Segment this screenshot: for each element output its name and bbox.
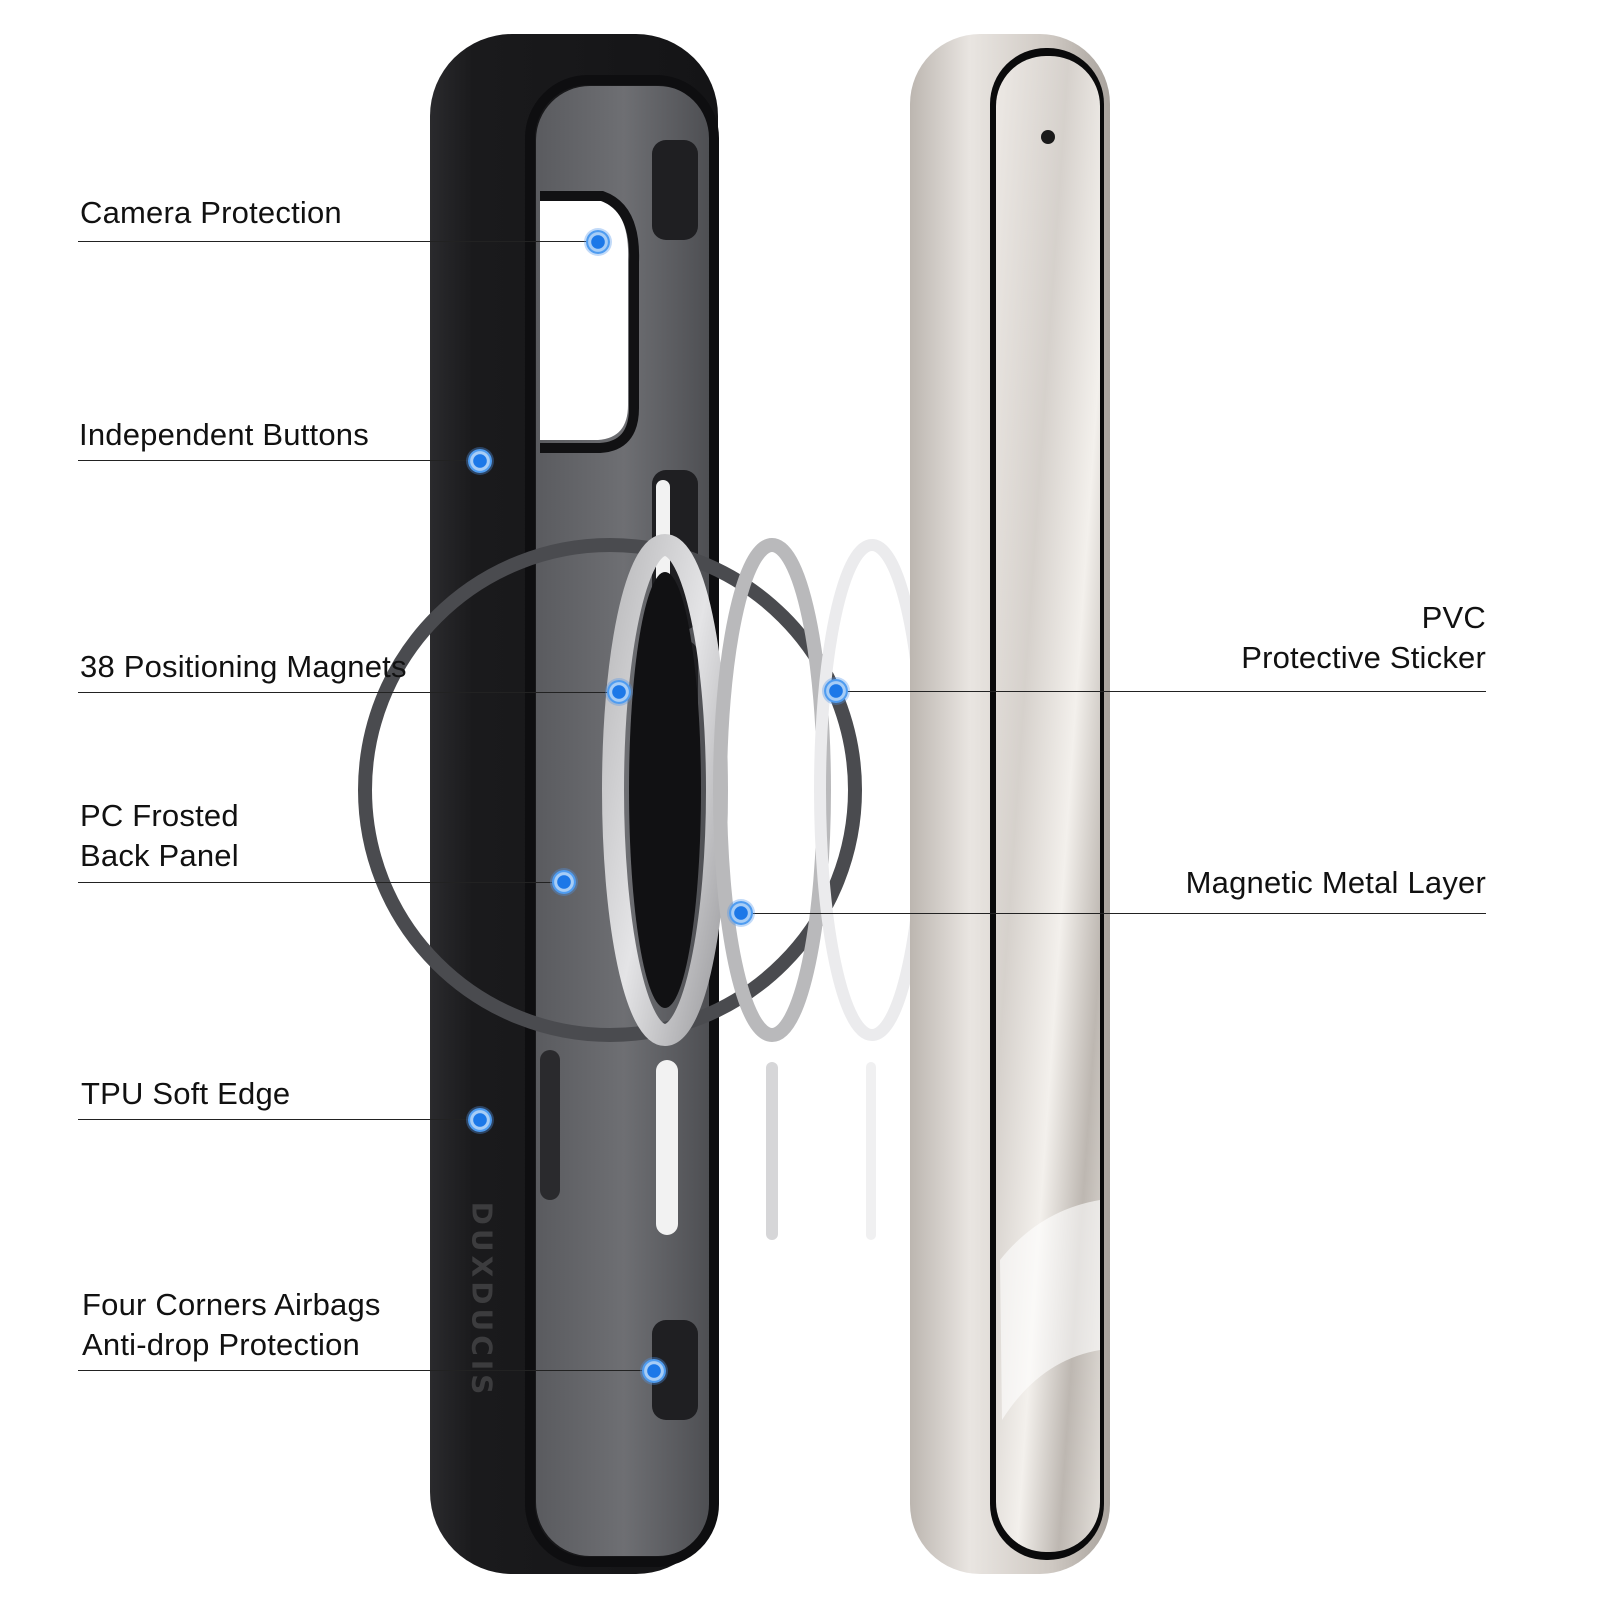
label-pc-frosted-back-panel: PC Frosted Back Panel: [80, 798, 239, 873]
label-independent-buttons: Independent Buttons: [79, 417, 369, 452]
leader-tpu-soft-edge: [78, 1119, 480, 1120]
marker-tpu-soft-edge: [468, 1108, 492, 1132]
label-magnetic-metal-layer: Magnetic Metal Layer: [1185, 865, 1486, 900]
metal-layer-ring: [713, 538, 831, 1240]
marker-independent-buttons: [468, 449, 492, 473]
label-four-corners-airbags: Four Corners Airbags Anti-drop Protectio…: [82, 1287, 381, 1362]
marker-positioning-magnets: [607, 680, 631, 704]
leader-camera-protection: [78, 241, 600, 242]
marker-camera-protection: [586, 230, 610, 254]
label-tpu-soft-edge: TPU Soft Edge: [81, 1076, 291, 1111]
label-positioning-magnets: 38 Positioning Magnets: [80, 649, 407, 684]
leader-independent-buttons: [78, 460, 480, 461]
brand-logo: DUXDUCIS: [465, 1201, 499, 1399]
leader-four-corners-airbags: [78, 1370, 654, 1371]
smartphone: [910, 34, 1110, 1574]
label-pvc-protective-sticker: PVC Protective Sticker: [1241, 600, 1486, 675]
leader-positioning-magnets: [78, 692, 620, 693]
marker-four-corners-airbags: [642, 1359, 666, 1383]
front-camera-icon: [1041, 130, 1055, 144]
leader-pvc-protective-sticker: [836, 691, 1486, 692]
leader-magnetic-metal-layer: [741, 913, 1486, 914]
leader-pc-frosted-back-panel: [78, 882, 564, 883]
label-camera-protection: Camera Protection: [80, 195, 342, 230]
marker-magnetic-metal-layer: [729, 901, 753, 925]
marker-pc-frosted-back-panel: [552, 870, 576, 894]
marker-pvc-protective-sticker: [824, 679, 848, 703]
